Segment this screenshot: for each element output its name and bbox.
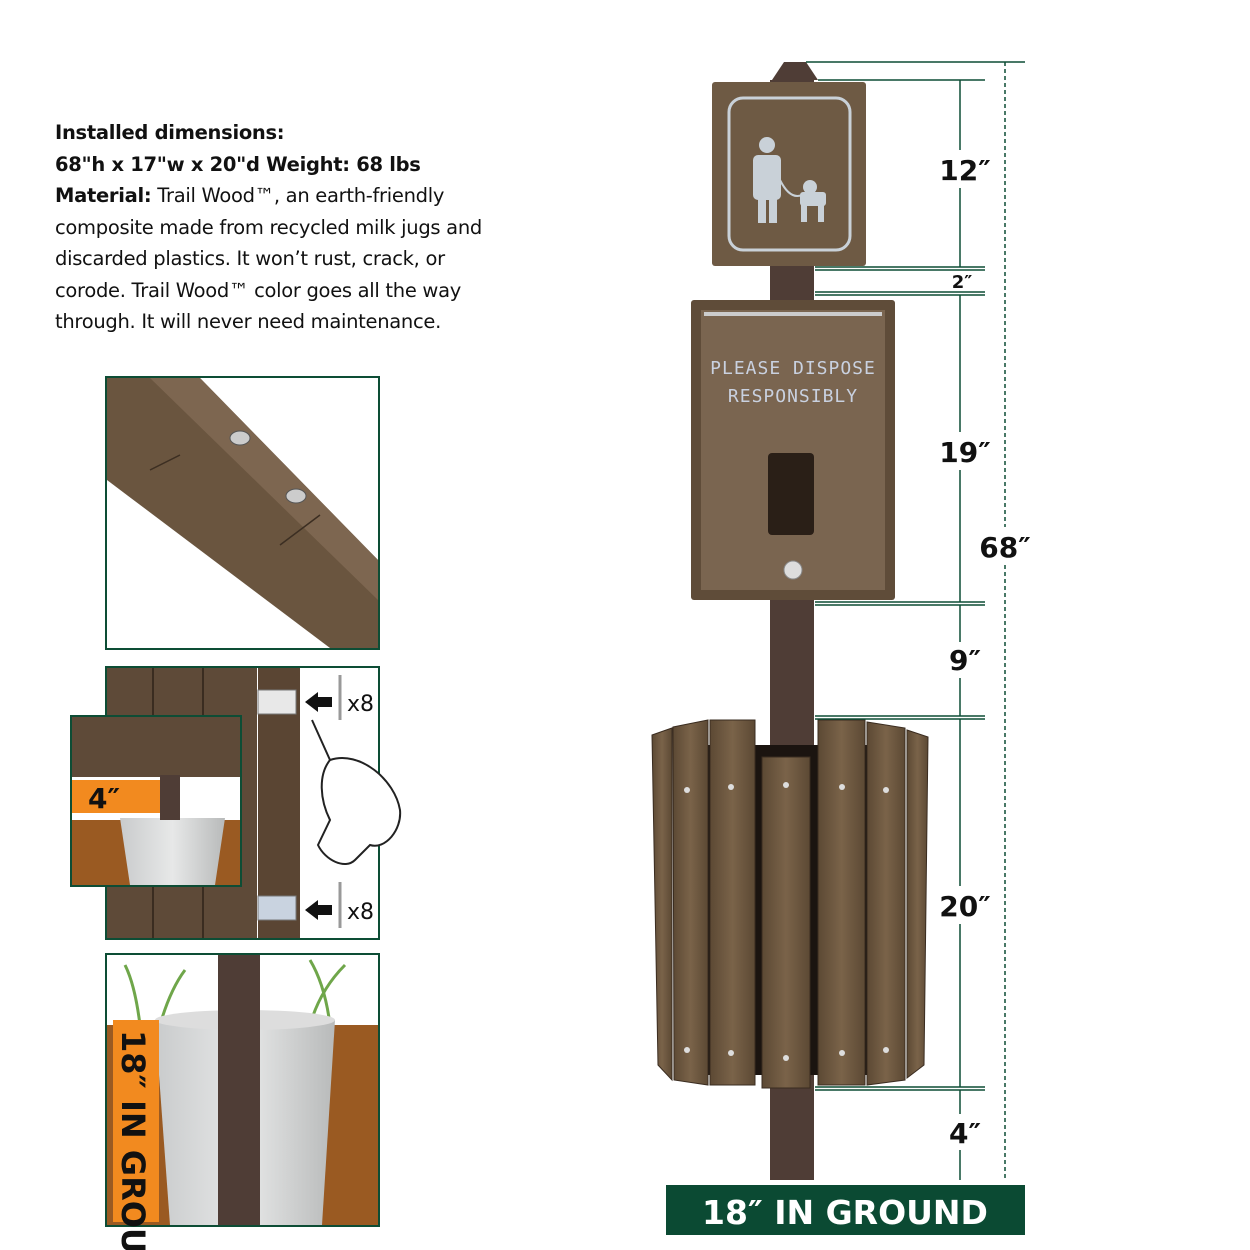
- bracket-top: [257, 689, 297, 715]
- dimension-bottom: 4″: [949, 1117, 981, 1150]
- screw-count-top: x8: [347, 692, 374, 717]
- specs-heading: Installed dimensions:: [55, 121, 285, 144]
- dimension-total: 68″: [979, 531, 1030, 564]
- dimension-gap-top: 2″: [952, 272, 973, 293]
- inset-4-inch-detail: 4″: [70, 715, 242, 887]
- arrow-left-icon: [305, 692, 332, 712]
- dispenser-text-line1: PLEASE DISPOSE: [710, 358, 876, 379]
- inset-label: 4″: [88, 782, 120, 815]
- dimension-lines: [806, 61, 1025, 1180]
- bolt-icon: [229, 430, 251, 446]
- pet-sign: [712, 82, 866, 266]
- dimension-gap-mid: 9″: [949, 644, 981, 677]
- ground-label: 18″ IN GROUND: [114, 1030, 152, 1250]
- material-label: Material:: [55, 184, 152, 207]
- specifications-text: Installed dimensions: 68"h x 17"w x 20"d…: [55, 117, 515, 338]
- arrow-left-icon: [305, 900, 332, 920]
- pet-waste-station: PLEASE DISPOSE RESPONSIBLY: [651, 62, 929, 1180]
- dispenser-text-line2: RESPONSIBLY: [728, 386, 858, 407]
- drill-icon: [311, 719, 402, 865]
- in-ground-detail-panel: 18″ IN GROUND: [105, 953, 380, 1250]
- person-walking-dog-icon: [753, 137, 826, 223]
- dimension-dispenser: 19″: [939, 436, 990, 469]
- bolt-icon: [285, 488, 307, 504]
- bag-slot: [768, 453, 814, 535]
- ground-banner: [666, 1185, 1025, 1235]
- waste-receptacle: [651, 719, 929, 1089]
- ground-banner-text: 18″ IN GROUND: [702, 1193, 988, 1232]
- dimension-receptacle: 20″: [939, 890, 990, 923]
- lock-icon: [783, 560, 803, 580]
- post-joint-detail-panel: [105, 376, 380, 650]
- screw-count-bottom: x8: [347, 900, 374, 925]
- bracket-bottom: [257, 895, 297, 921]
- bracket-install-detail-panel: x8 x8 4″: [70, 666, 402, 940]
- material-description: Trail Wood™, an earth-friendly composite…: [55, 184, 482, 333]
- bag-dispenser: PLEASE DISPOSE RESPONSIBLY: [691, 300, 895, 600]
- dimension-sign: 12″: [939, 154, 990, 187]
- specs-dimensions: 68"h x 17"w x 20"d Weight: 68 lbs: [55, 152, 421, 176]
